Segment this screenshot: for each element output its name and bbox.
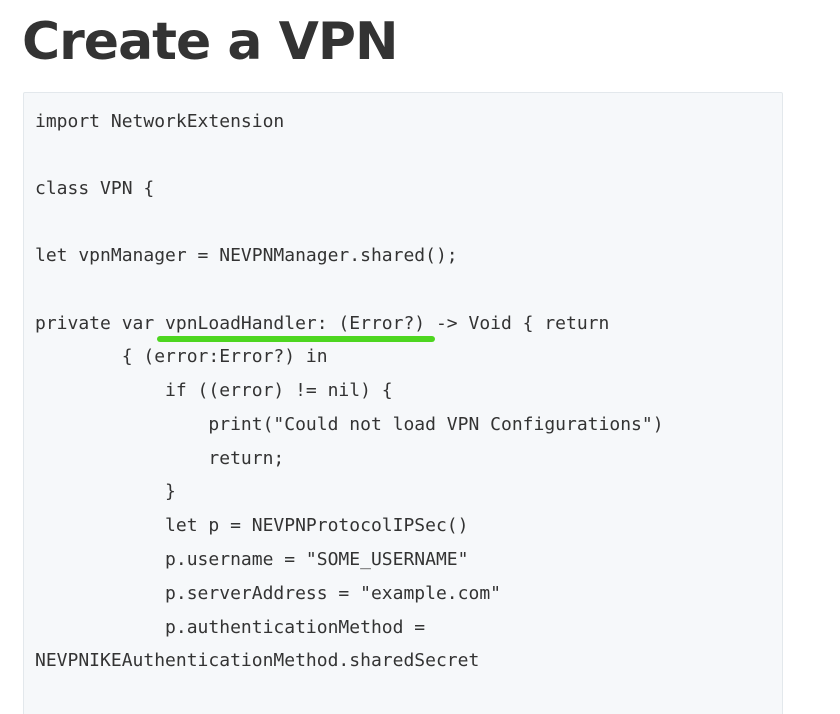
code-line: p.serverAddress = "example.com" <box>35 583 501 604</box>
code-line: import NetworkExtension <box>35 111 285 132</box>
code-line: { (error:Error?) in <box>35 346 328 367</box>
code-line: if ((error) != nil) { <box>35 380 393 401</box>
code-line: p.username = "SOME_USERNAME" <box>35 549 469 570</box>
code-line: } <box>35 481 176 502</box>
code-line: let vpnManager = NEVPNManager.shared(); <box>35 245 458 266</box>
code-line: class VPN { <box>35 178 155 199</box>
green-underline-annotation <box>157 336 435 342</box>
code-line: private var vpnLoadHandler: (Error?) -> … <box>35 313 610 334</box>
code-block[interactable]: import NetworkExtension class VPN { let … <box>23 92 783 714</box>
code-line: return; <box>35 448 285 469</box>
page-title: Create a VPN <box>22 12 398 72</box>
code-line: NEVPNIKEAuthenticationMethod.sharedSecre… <box>35 650 480 671</box>
code-line: let p = NEVPNProtocolIPSec() <box>35 515 469 536</box>
code-line: print("Could not load VPN Configurations… <box>35 414 664 435</box>
code-line: p.authenticationMethod = <box>35 617 426 638</box>
